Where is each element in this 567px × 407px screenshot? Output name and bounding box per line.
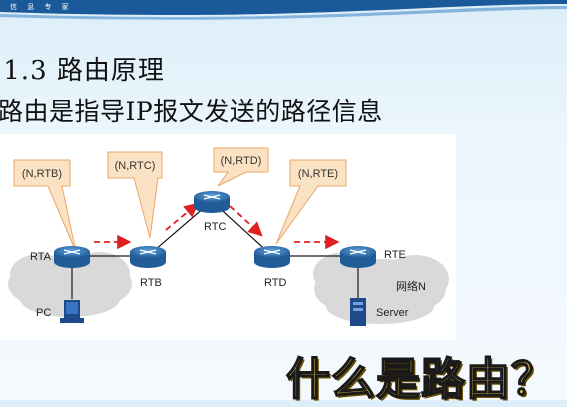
slide-subtitle: 路由是指导IP报文发送的路径信息 <box>0 97 383 126</box>
top-banner: 信 息 专 家 <box>0 0 567 22</box>
slide-title: .1.3 路由原理 <box>0 56 165 86</box>
router-rtd-label: RTD <box>264 277 286 289</box>
router-rta-label: RTA <box>30 251 52 263</box>
callout-1: (N,RTB) <box>13 159 77 253</box>
cloud-left <box>8 252 132 317</box>
banner-tag: 信 息 专 家 <box>10 3 73 11</box>
arrow-rtc-rtd <box>229 205 263 237</box>
router-rtb-label: RTB <box>140 277 162 289</box>
router-rte-icon <box>340 246 376 268</box>
big-question-text: 什么是路由？ <box>285 353 556 406</box>
server-label: Server <box>376 307 409 319</box>
server-icon <box>350 298 366 326</box>
arrow-rtb-rtc <box>165 202 199 231</box>
callout-label-1: (N,RTB) <box>22 168 62 180</box>
router-rte-label: RTE <box>384 249 406 261</box>
router-rtc-label: RTC <box>204 221 226 233</box>
router-rtd-icon <box>254 246 290 268</box>
callout-label-4: (N,RTE) <box>298 168 338 180</box>
network-n-label: 网络N <box>396 279 426 293</box>
router-rta-icon <box>54 246 90 268</box>
routing-arrows <box>94 202 340 250</box>
callout-label-3: (N,RTD) <box>221 155 262 167</box>
router-rtb-icon <box>130 246 166 268</box>
router-rtc-icon <box>194 191 230 213</box>
pc-label: PC <box>36 307 51 319</box>
callout-2: (N,RTC) <box>107 151 163 239</box>
callout-3: (N,RTD) <box>213 147 269 187</box>
callout-label-2: (N,RTC) <box>115 160 156 172</box>
pc-icon <box>60 300 84 323</box>
callout-4: (N,RTE) <box>275 159 347 245</box>
routing-diagram: (N,RTB) (N,RTC) (N,RTD) (N,RTE) <box>0 134 456 340</box>
